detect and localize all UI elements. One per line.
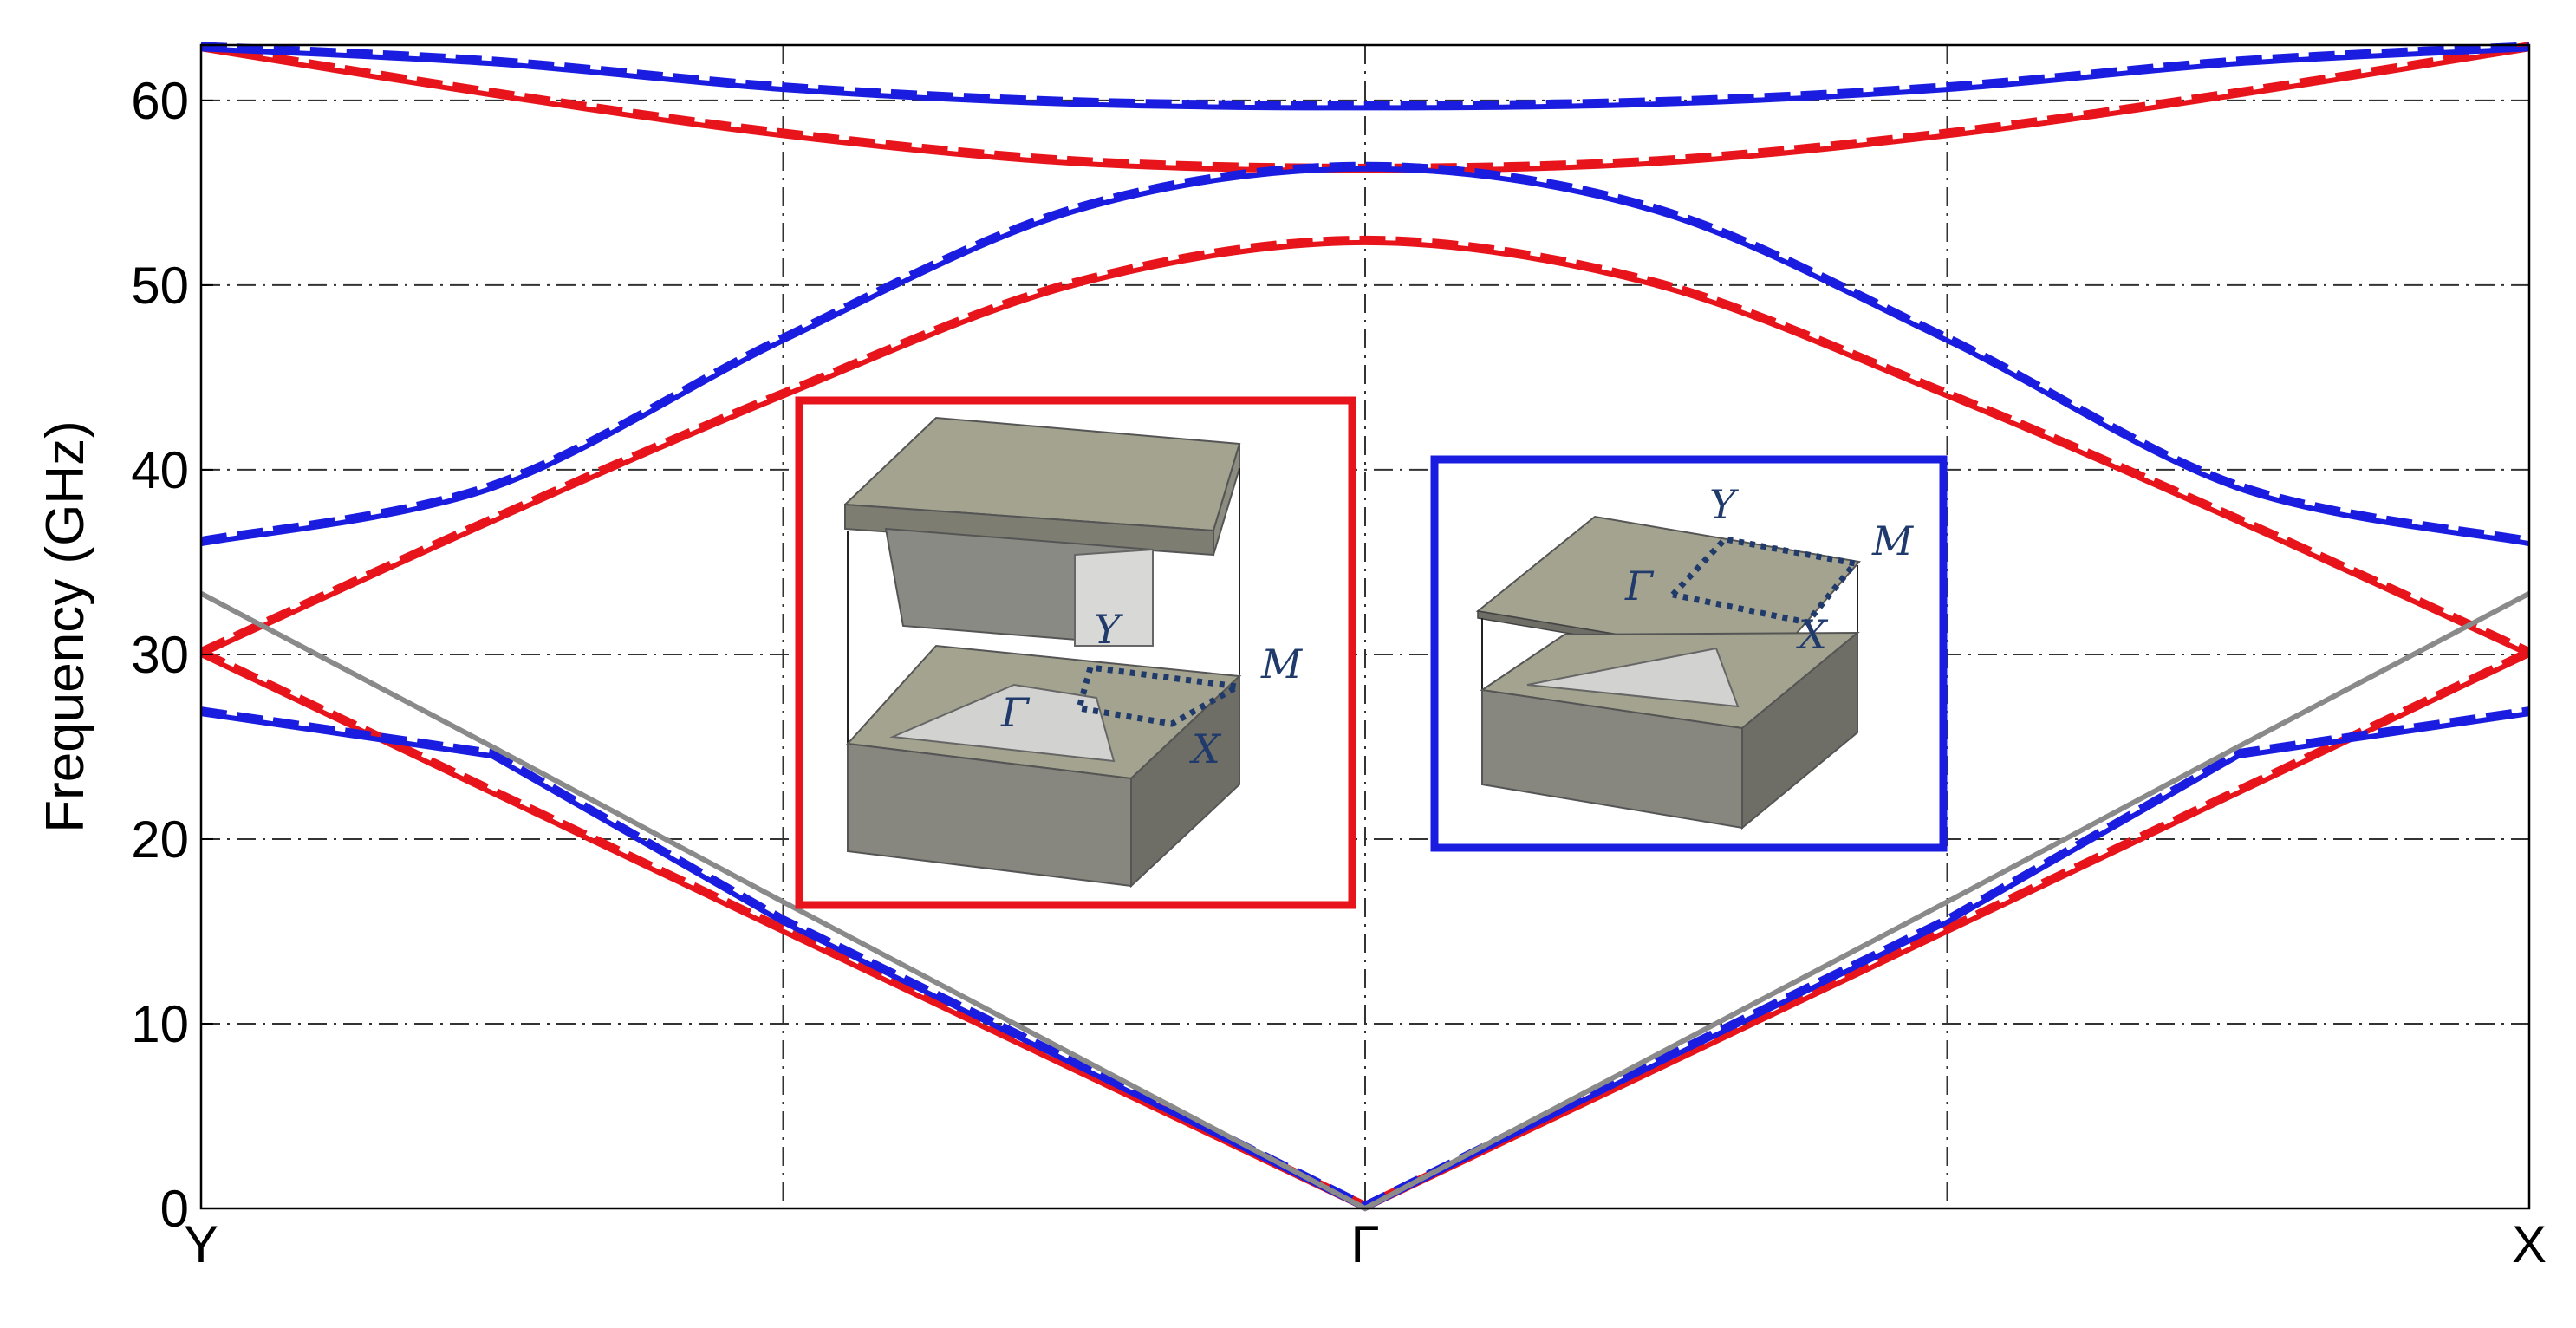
block-side-blue [1741, 630, 1858, 830]
brillouin-path-red [1075, 664, 1247, 727]
brillouin-path-blue [1670, 536, 1861, 626]
label-gamma-red: Γ [1000, 689, 1031, 736]
axis-ticks: 0 10 20 30 40 50 60Y Γ X [131, 72, 2547, 1273]
label-x-blue: X [1796, 611, 1829, 658]
upper-block-inner-face [1074, 548, 1154, 647]
plot-frame [199, 43, 2531, 1210]
y-tick-label: 20 [131, 810, 189, 869]
y-axis-label: Frequency (GHz) [36, 420, 95, 832]
y-tick-label: 40 [131, 441, 189, 499]
y-tick-label: 30 [131, 626, 189, 684]
grid-lines [201, 45, 2529, 1208]
series-blue-solid [200, 46, 2530, 111]
series-blue-dashed [200, 42, 2530, 107]
unit-cell-inset-red: Y M Γ X [795, 396, 1356, 909]
unit-cell-inset-blue: Y M Γ X [1430, 455, 1948, 852]
series-blue-solid [200, 166, 2530, 547]
label-m-red: M [1260, 641, 1304, 687]
x-tick-label: X [2512, 1215, 2547, 1273]
label-y-blue: Y [1709, 481, 1740, 528]
y-tick-label: 50 [131, 257, 189, 315]
series-red-dashed [199, 235, 2531, 653]
y-tick-label: 10 [131, 995, 189, 1053]
lower-block-side [1130, 674, 1240, 889]
label-x-red: X [1189, 726, 1222, 772]
y-tick-label: 0 [160, 1180, 189, 1238]
series-red-solid [199, 239, 2531, 657]
lower-block-hole [889, 683, 1116, 763]
label-m-blue: M [1871, 518, 1915, 564]
x-tick-label: Γ [1350, 1215, 1379, 1273]
x-tick-label: Y [184, 1215, 218, 1273]
series-blue-dashed [200, 161, 2530, 543]
series-blue-dashed [200, 706, 2530, 1208]
block-hole-blue [1526, 647, 1740, 708]
y-tick-label: 60 [131, 72, 189, 130]
label-y-red: Y [1094, 606, 1124, 653]
label-gamma-blue: Γ [1624, 563, 1655, 609]
